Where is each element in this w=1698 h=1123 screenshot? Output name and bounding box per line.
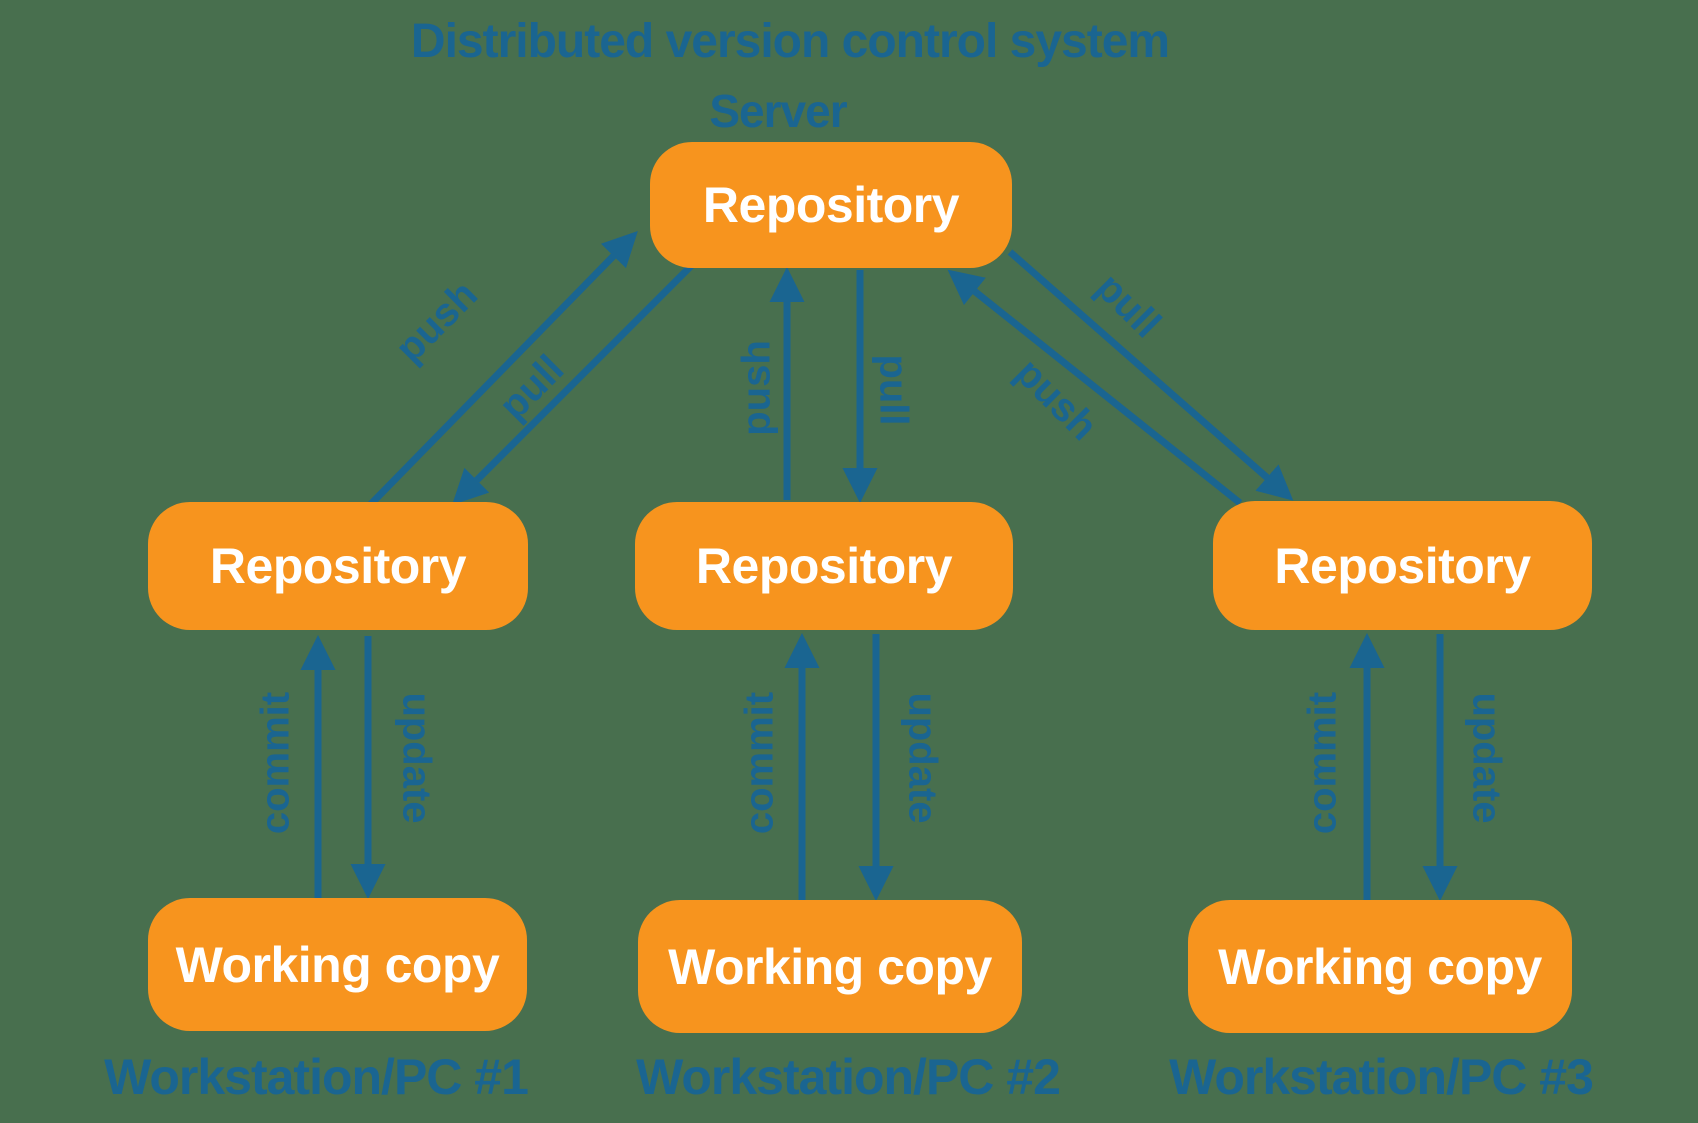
diagram-title: Distributed version control system — [410, 15, 1170, 68]
repository-label-3: Repository — [1274, 537, 1531, 594]
commit-label-3: commit — [1300, 691, 1345, 835]
repository-label-1: Repository — [209, 538, 467, 594]
update-label-2: update — [900, 692, 945, 824]
update-label-3: update — [1464, 692, 1509, 824]
pull-arrow-1 — [452, 251, 706, 505]
commit-label-1: commit — [253, 691, 298, 835]
push-arrow-3 — [947, 269, 1243, 506]
workstation-label-1: Workstation/PC #1 — [104, 1049, 529, 1105]
working-copy-label-3: Working copy — [1218, 938, 1542, 995]
repository-node-1: Repository — [148, 502, 528, 630]
working-copy-node-3: Working copy — [1188, 900, 1572, 1033]
server-section-label: Server — [709, 85, 847, 137]
update-label-1: update — [394, 692, 439, 824]
pull-label-2: pull — [871, 354, 916, 426]
workstation-label-3: Workstation/PC #3 — [1169, 1049, 1594, 1105]
working-copy-label-1: Working copy — [175, 936, 500, 993]
server-repository-label: Repository — [702, 177, 960, 233]
commit-label-2: commit — [737, 691, 782, 835]
server-repository-node: Repository — [650, 142, 1012, 268]
push-label-2: push — [734, 340, 779, 436]
repository-node-3: Repository — [1213, 501, 1592, 630]
pull-arrow-3 — [1007, 249, 1294, 501]
push-arrow-1 — [367, 230, 638, 508]
working-copy-label-2: Working copy — [668, 938, 992, 995]
working-copy-node-2: Working copy — [638, 900, 1022, 1033]
repository-label-2: Repository — [695, 538, 953, 594]
workstation-label-2: Workstation/PC #2 — [636, 1049, 1061, 1105]
working-copy-node-1: Working copy — [148, 898, 527, 1031]
repository-node-2: Repository — [635, 502, 1013, 630]
